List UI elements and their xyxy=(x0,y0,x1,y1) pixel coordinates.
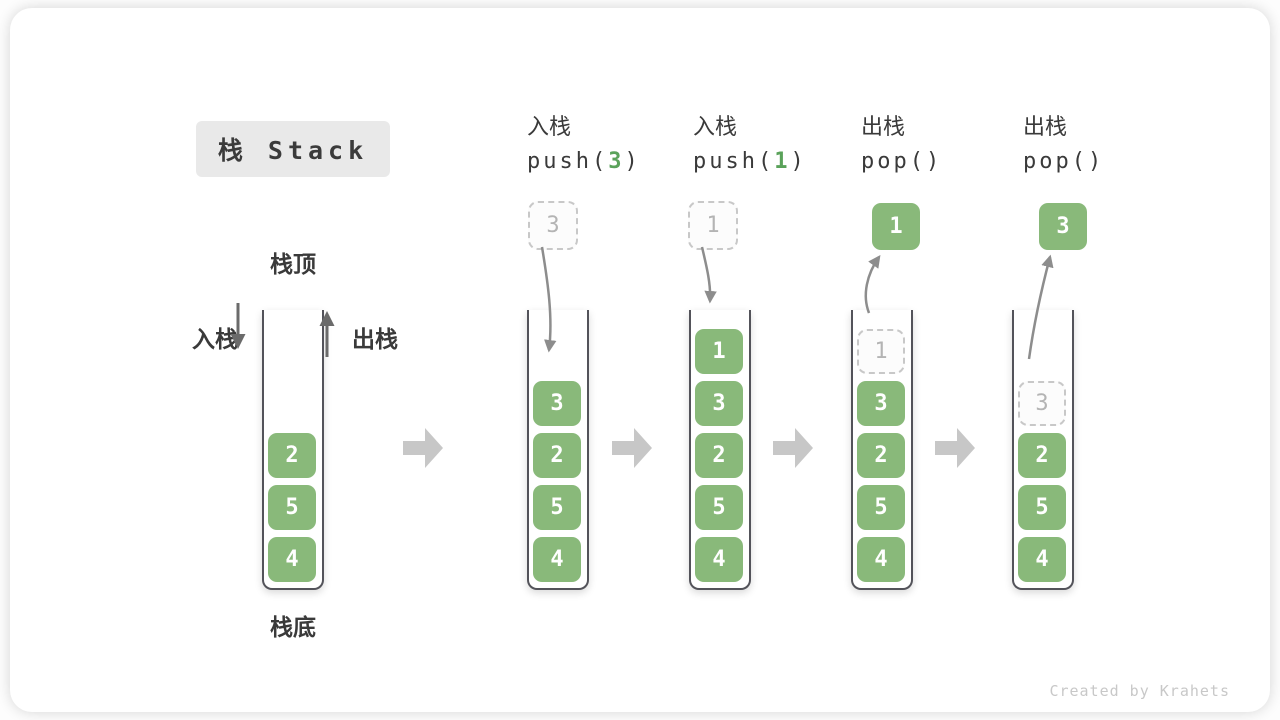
call-label: push(3) xyxy=(527,149,641,175)
call-pre: push( xyxy=(693,149,775,174)
stack-element: 2 xyxy=(268,433,316,478)
call-post: ) xyxy=(790,149,807,174)
stack-element: 4 xyxy=(1018,537,1066,582)
call-pre: pop( xyxy=(1023,149,1088,174)
stack-element: 2 xyxy=(1018,433,1066,478)
call-post: ) xyxy=(624,149,641,174)
stack-element: 5 xyxy=(268,485,316,530)
column-header-push-3: 入栈 push(3) xyxy=(527,114,641,175)
stack-element-removed: 1 xyxy=(857,329,905,374)
call-pre: push( xyxy=(527,149,609,174)
pushed-value-box: 3 xyxy=(528,201,578,250)
popped-value-box: 1 xyxy=(872,203,920,250)
op-label: 入栈 xyxy=(527,114,572,139)
stack-container: 2 5 4 xyxy=(262,310,324,590)
stack-element: 4 xyxy=(857,537,905,582)
stack-element: 3 xyxy=(695,381,743,426)
stack-element: 5 xyxy=(1018,485,1066,530)
call-pre: pop( xyxy=(861,149,926,174)
stack-container: 1 3 2 5 4 xyxy=(689,310,751,590)
stack-container: 3 2 5 4 xyxy=(1012,310,1074,590)
stack-element: 4 xyxy=(695,537,743,582)
pop-side-label: 出栈 xyxy=(352,326,398,352)
stack-bottom-label: 栈底 xyxy=(270,614,316,640)
stack-element: 5 xyxy=(533,485,581,530)
column-header-push-1: 入栈 push(1) xyxy=(693,114,807,175)
stack-container: 3 2 5 4 xyxy=(527,310,589,590)
stack-element: 3 xyxy=(857,381,905,426)
stack-element-removed: 3 xyxy=(1018,381,1066,426)
push-side-label: 入栈 xyxy=(192,326,238,352)
credit-text: Created by Krahets xyxy=(1049,682,1230,700)
call-label: pop() xyxy=(1023,149,1104,175)
call-post: ) xyxy=(925,149,943,174)
stack-container: 1 3 2 5 4 xyxy=(851,310,913,590)
stack-element: 5 xyxy=(857,485,905,530)
title-text: 栈 Stack xyxy=(217,136,369,165)
title-badge: 栈 Stack xyxy=(196,121,390,177)
call-label: push(1) xyxy=(693,149,807,175)
stack-top-label: 栈顶 xyxy=(270,251,316,277)
call-label: pop() xyxy=(861,149,942,175)
stack-element: 4 xyxy=(533,537,581,582)
call-arg: 1 xyxy=(774,149,791,174)
op-label: 入栈 xyxy=(693,114,738,139)
stack-element: 3 xyxy=(533,381,581,426)
op-label: 出栈 xyxy=(1023,114,1068,139)
stack-element: 2 xyxy=(533,433,581,478)
stack-element: 2 xyxy=(695,433,743,478)
stack-element: 5 xyxy=(695,485,743,530)
column-header-pop-3: 出栈 pop() xyxy=(1023,114,1104,175)
column-header-pop-1: 出栈 pop() xyxy=(861,114,942,175)
diagram-card: 栈 Stack 入栈 push(3) 入栈 push(1) 出栈 pop() 出… xyxy=(10,8,1270,712)
popped-value-box: 3 xyxy=(1039,203,1087,250)
op-label: 出栈 xyxy=(861,114,906,139)
call-post: ) xyxy=(1087,149,1105,174)
stack-element: 2 xyxy=(857,433,905,478)
stack-element: 1 xyxy=(695,329,743,374)
call-arg: 3 xyxy=(608,149,625,174)
stack-element: 4 xyxy=(268,537,316,582)
pushed-value-box: 1 xyxy=(688,201,738,250)
